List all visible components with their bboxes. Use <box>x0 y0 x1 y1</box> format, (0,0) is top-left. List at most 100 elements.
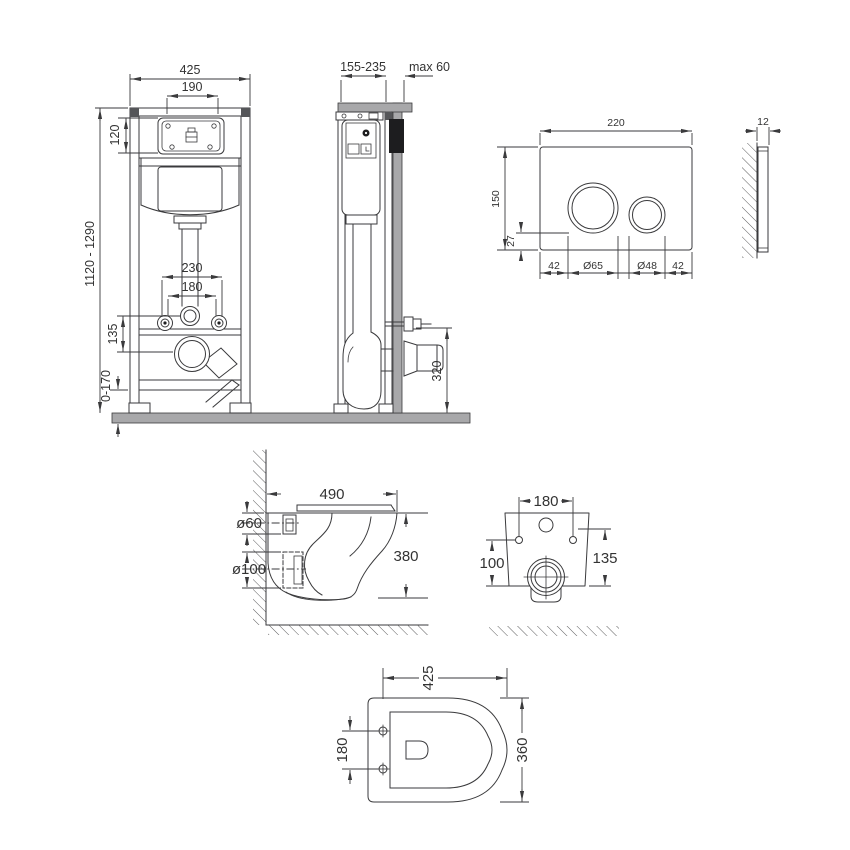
rail-cap <box>385 112 392 120</box>
dim-label: max 60 <box>409 60 450 74</box>
bolt-hole <box>515 536 523 544</box>
dim-label: 12 <box>757 116 769 128</box>
drain-trap-side <box>342 316 444 410</box>
dim-label: 490 <box>319 486 344 503</box>
dim-depth-range: 155-235 <box>340 60 405 102</box>
dim-label: Ø48 <box>637 260 657 272</box>
dim-label: 220 <box>607 117 625 129</box>
dim-label: 425 <box>420 665 437 690</box>
bowl-rear-body <box>504 512 590 587</box>
floor-slab <box>111 412 471 424</box>
outlet-spigot <box>282 551 304 589</box>
inlet-hole <box>538 517 554 533</box>
foot-plate <box>333 403 349 414</box>
rail-cap <box>130 108 139 117</box>
dim-top-bolt-spacing: 180 <box>334 716 378 784</box>
dim-label: 360 <box>514 737 531 762</box>
dim-frame-height: 1120 - 1290 <box>83 107 128 413</box>
dim-label: 180 <box>334 737 351 762</box>
dim-label: 135 <box>106 324 120 345</box>
rail-cap <box>241 108 250 117</box>
dim-rear-bolt-spacing: 180 <box>518 493 574 536</box>
frame-front-view: 425 190 120 1120 - 1290 <box>83 63 471 437</box>
dim-label: 100 <box>479 555 504 572</box>
dim-bowl-height: 380 <box>378 512 428 599</box>
dim-label: 425 <box>180 63 201 77</box>
flush-plate-side-view: 12 <box>742 116 781 259</box>
dim-box-height: 120 <box>108 117 158 154</box>
dim-stud-spacing: 180 <box>167 280 217 316</box>
dim-label: 42 <box>672 260 684 272</box>
dim-label: 190 <box>182 80 203 94</box>
big-flush-button <box>567 182 619 234</box>
top-bracket <box>337 102 413 113</box>
dim-label: 320 <box>430 361 444 382</box>
dim-frame-opening: 190 <box>166 80 219 114</box>
frame-body <box>128 107 252 414</box>
outlet-flange <box>403 340 418 377</box>
dim-rear-bolt-height: 135 <box>578 528 618 587</box>
cistern-side <box>335 111 384 334</box>
drain-elbow <box>202 347 238 379</box>
bowl-top-outline <box>367 697 508 803</box>
dim-anchor-spacing: 230 <box>161 261 223 317</box>
dim-label: ø100 <box>232 561 266 578</box>
dim-foot-range: 0-170 <box>99 370 128 437</box>
dim-label: 180 <box>182 280 203 294</box>
seat-rim <box>389 711 493 789</box>
dim-label: 180 <box>533 493 558 510</box>
dim-outlet-diameter: ø100 <box>232 551 281 589</box>
bolt-hole <box>569 536 577 544</box>
toilet-rear-view: 180 100 135 <box>479 493 619 636</box>
dim-button-offset: 27 <box>505 222 569 261</box>
dim-label: 42 <box>548 260 560 272</box>
bowl-profile <box>242 504 398 601</box>
floor-hatch <box>489 626 619 636</box>
small-flush-button <box>628 196 666 234</box>
dim-drain-offset: 135 <box>106 315 180 353</box>
toilet-side-view: 490 380 ø60 ø100 <box>232 449 429 635</box>
stop-valve <box>403 316 414 332</box>
flush-pipe-port <box>180 306 200 326</box>
dim-label: 230 <box>182 261 203 275</box>
dim-plate-width: 220 <box>539 117 693 145</box>
adjustable-foot <box>229 402 252 414</box>
flush-opening <box>405 740 429 760</box>
wall-hatch <box>742 143 757 258</box>
dim-plate-bottom-chain: 42 Ø65 Ø48 42 <box>539 236 693 279</box>
dim-label: ø60 <box>236 515 262 532</box>
connections-front <box>157 306 240 408</box>
frame-side-view: 155-235 max 60 320 <box>333 60 452 414</box>
dim-label: 380 <box>393 548 418 565</box>
dim-plate-height: 150 <box>490 146 538 251</box>
flush-plate-front-view: 220 150 27 <box>490 117 693 279</box>
cistern-front <box>140 157 240 307</box>
inspection-box <box>157 117 225 155</box>
dim-label: 120 <box>108 125 122 146</box>
flush-plate-shaft <box>389 119 404 153</box>
dim-bowl-depth: 490 <box>267 486 398 512</box>
dim-label: Ø65 <box>583 260 603 272</box>
dim-label: 1120 - 1290 <box>83 221 97 287</box>
dim-rear-outlet-height: 100 <box>479 539 527 587</box>
dim-top-length: 425 <box>382 665 508 699</box>
dim-wall-max: max 60 <box>405 60 450 79</box>
bolt-holes-top <box>376 724 390 776</box>
dim-plate-thickness: 12 <box>745 116 781 145</box>
dim-frame-width: 425 <box>129 63 251 106</box>
foot-plate <box>378 403 394 414</box>
dim-label: 155-235 <box>340 60 386 74</box>
adjustable-foot <box>128 402 151 414</box>
floor-hatch <box>268 625 428 635</box>
plate-profile <box>757 146 769 253</box>
dim-label: 150 <box>490 190 502 208</box>
dim-top-width: 360 <box>500 697 531 803</box>
wall-hatch <box>253 450 266 625</box>
dim-label: 135 <box>592 550 617 567</box>
dim-outlet-height: 320 <box>416 327 452 413</box>
dim-label: 0-170 <box>99 370 113 402</box>
toilet-top-view: 425 360 180 <box>334 665 531 803</box>
dim-inlet-diameter: ø60 <box>236 501 281 546</box>
